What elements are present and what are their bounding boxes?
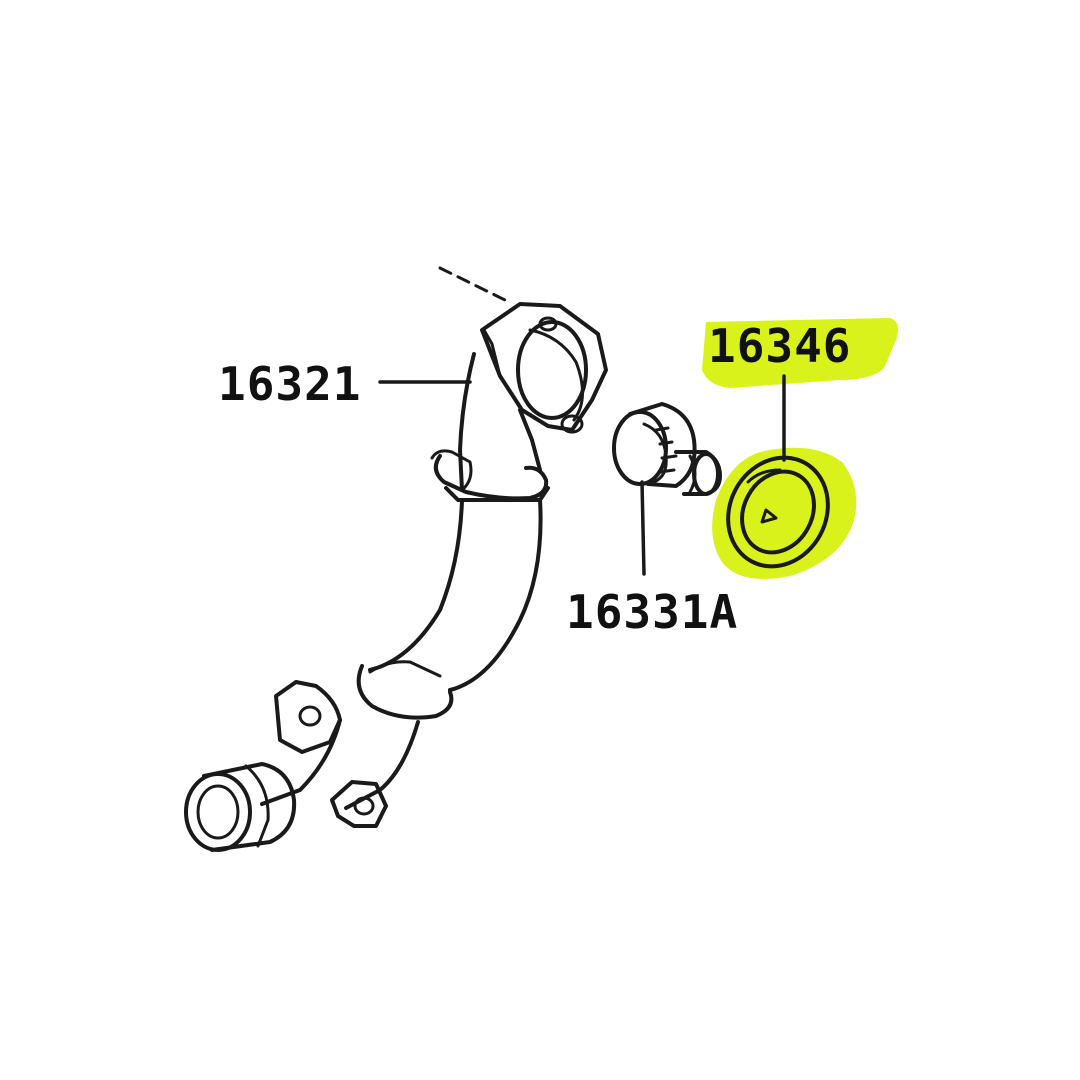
- thermostat-gasket-icon: [726, 455, 830, 569]
- part-label-16321: 16321: [218, 357, 361, 411]
- leader-16331A: [640, 480, 646, 576]
- thermostat-icon: [612, 402, 722, 496]
- part-label-16331A: 16331A: [566, 585, 738, 639]
- water-outlet-pipe-icon: [184, 266, 608, 852]
- highlight-label-16346: [702, 318, 898, 388]
- part-label-16346: 16346: [708, 319, 851, 373]
- highlight-gasket-16346: [712, 447, 857, 579]
